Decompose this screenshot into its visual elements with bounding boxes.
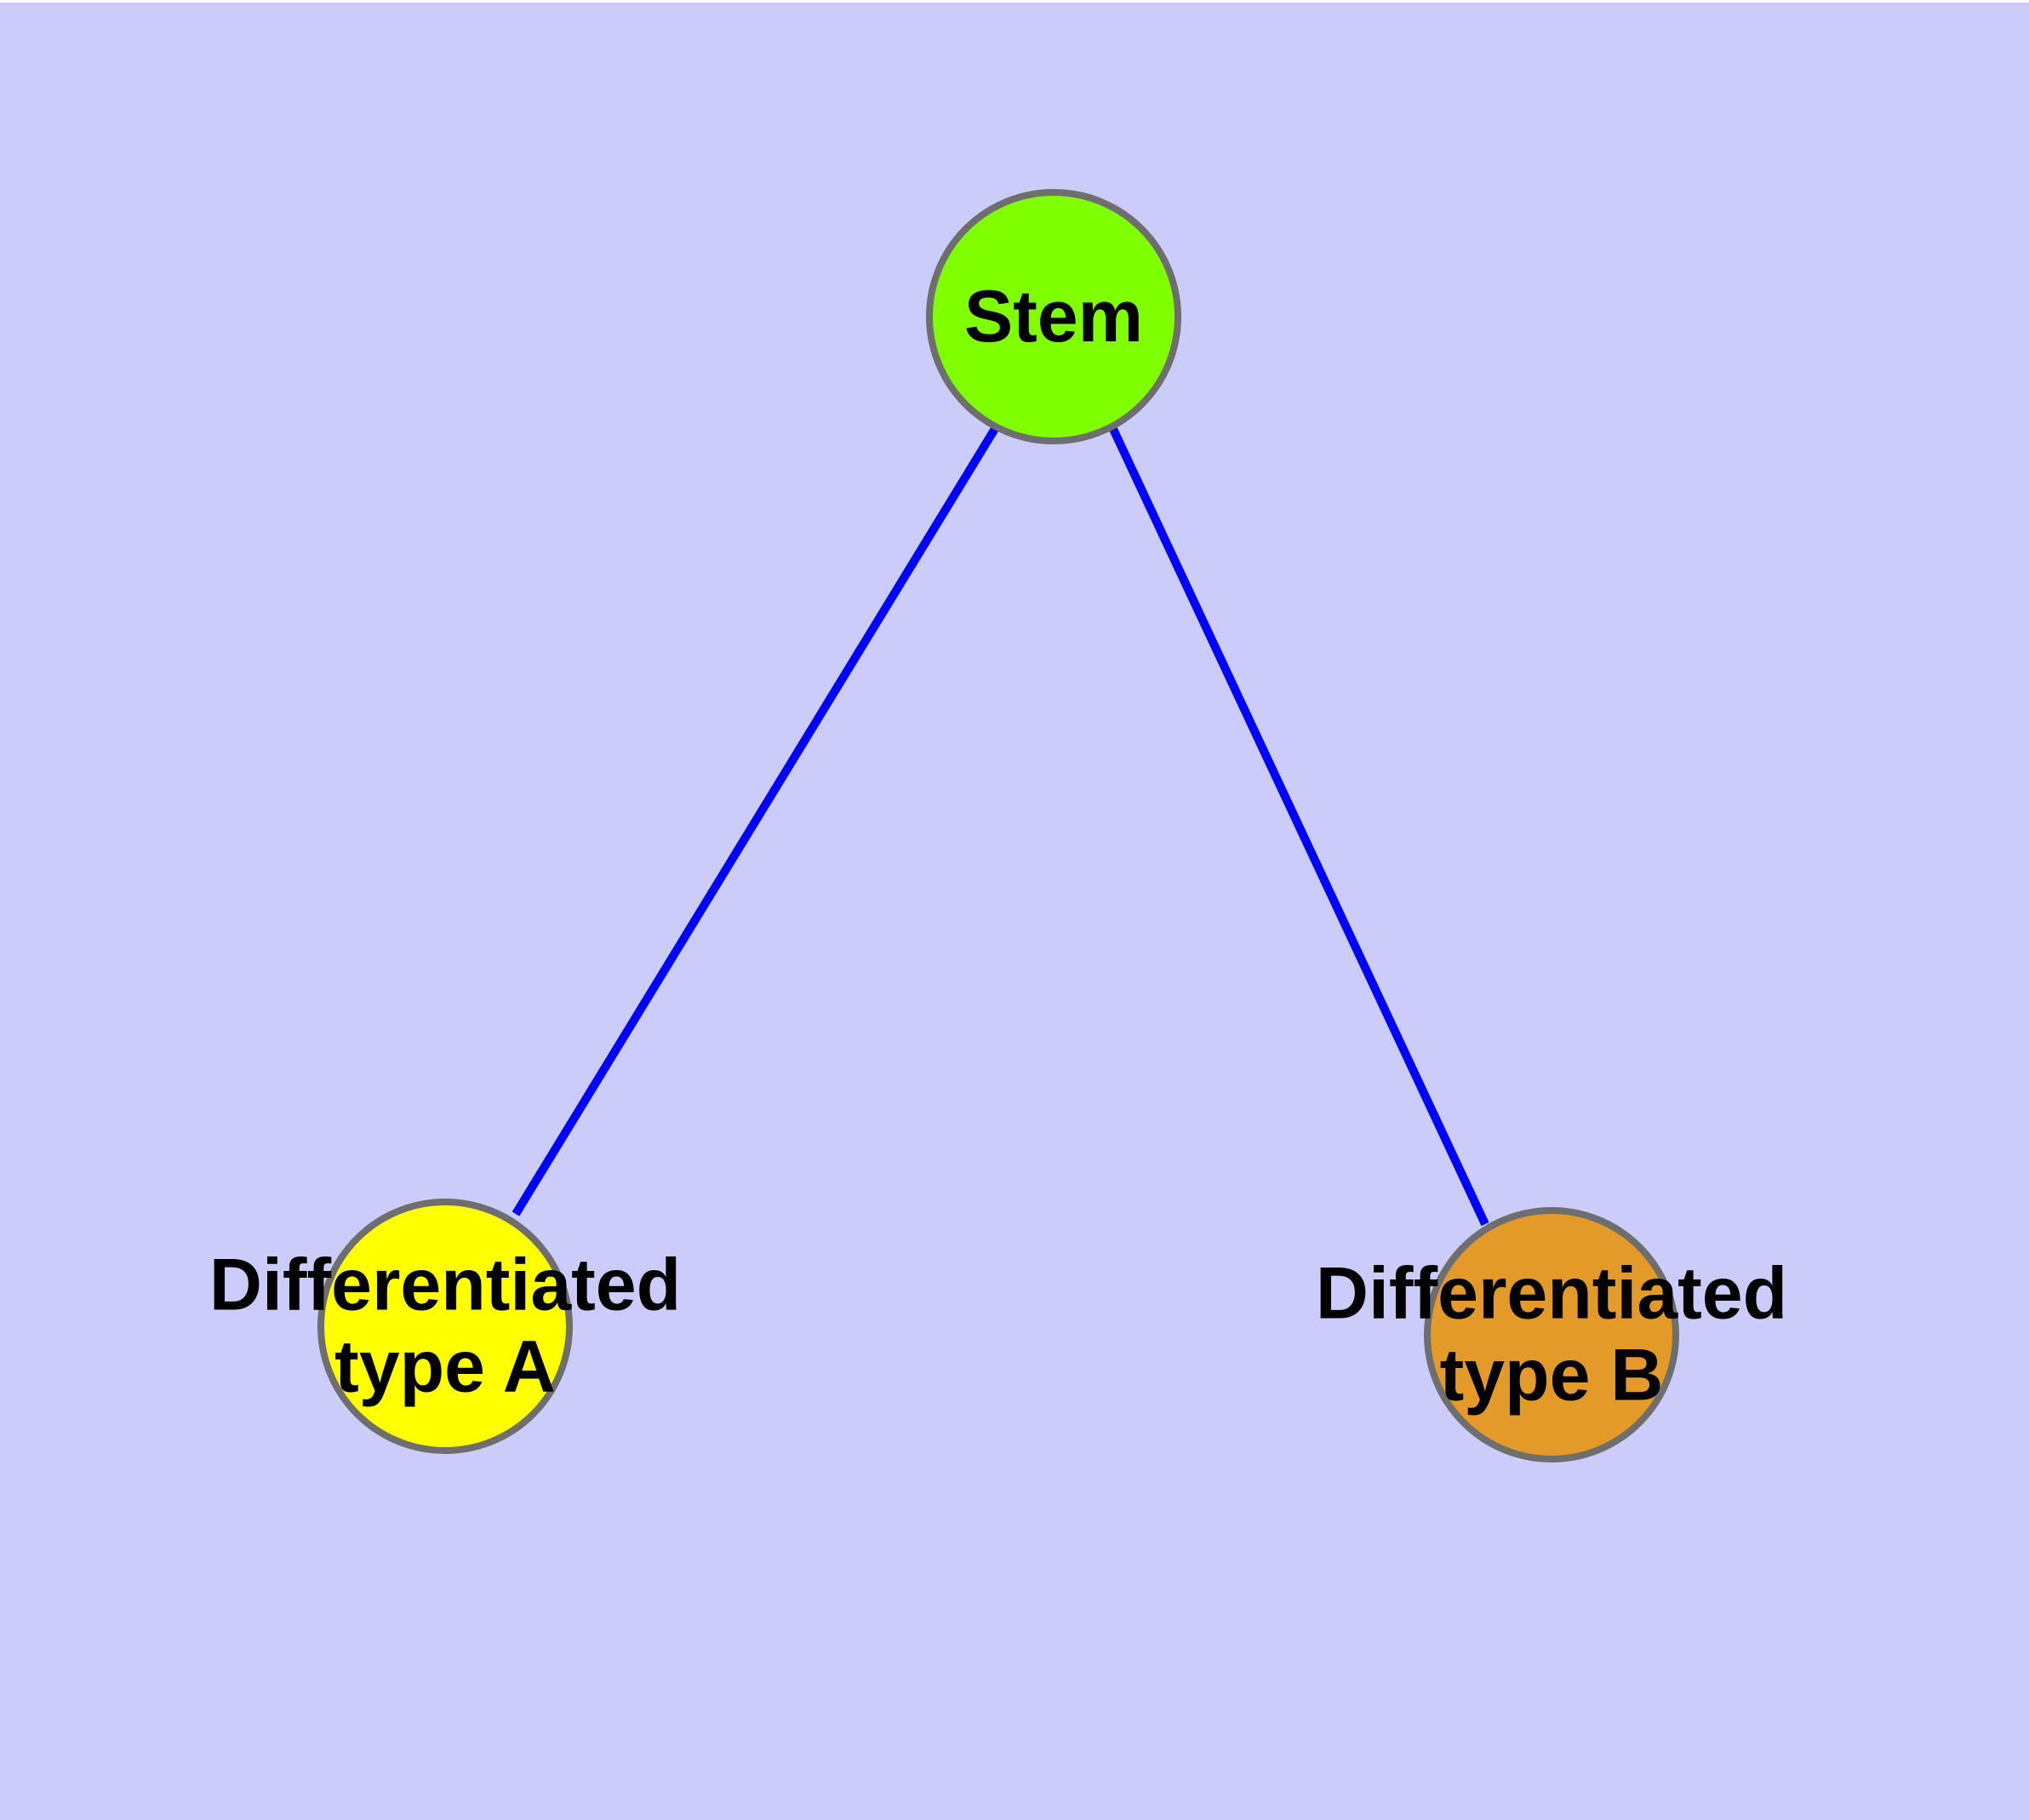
- node-circle-type-b[interactable]: [1424, 1207, 1679, 1462]
- edge-stem-to-type-a[interactable]: [512, 425, 1000, 1216]
- edges-layer: [512, 425, 1489, 1227]
- nodes-layer: [317, 189, 1679, 1462]
- node-circle-type-a[interactable]: [317, 1199, 573, 1454]
- edge-stem-to-type-b[interactable]: [1109, 426, 1489, 1227]
- node-circle-stem[interactable]: [926, 189, 1181, 444]
